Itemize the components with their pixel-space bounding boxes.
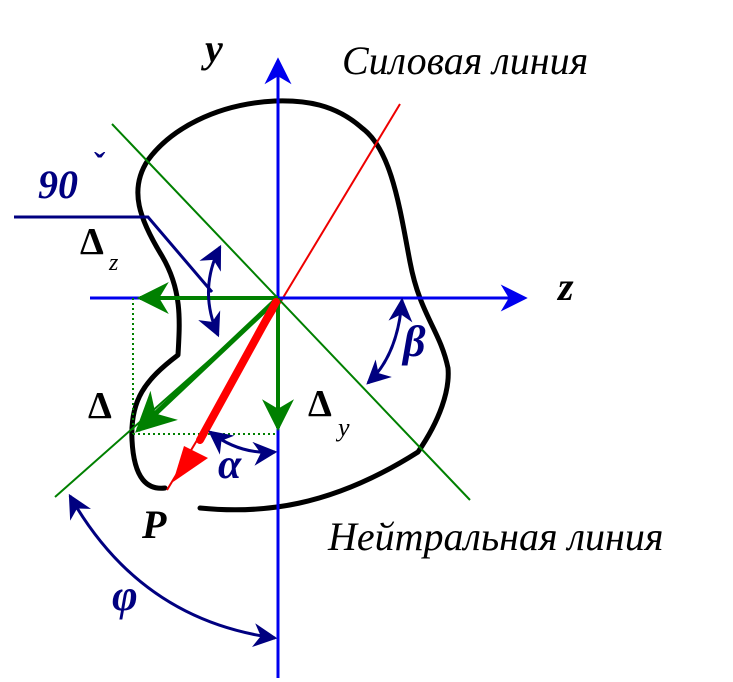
delta-y-label: Δ: [308, 383, 332, 425]
right-angle-leader: [14, 215, 214, 293]
delta-y-subscript: y: [335, 413, 350, 442]
right-angle-label: 90: [38, 162, 78, 207]
alpha-arc: [208, 430, 278, 466]
phi-arc: [68, 493, 278, 648]
total-deflection-vector: [135, 296, 280, 433]
z-axis-label: z: [556, 264, 574, 309]
neutral-line-label: Нейтральная линия: [327, 514, 664, 559]
alpha-label: α: [218, 442, 242, 488]
beta-label: β: [401, 317, 426, 366]
delta-label: Δ: [88, 385, 112, 427]
beta-arc: [366, 297, 413, 385]
delta-z-subscript: z: [108, 250, 119, 276]
right-angle-degree-mark: ˇ: [94, 147, 106, 184]
y-axis-label: y: [201, 26, 223, 71]
neutral-line: [111, 123, 471, 501]
cross-section-contour: [129, 98, 451, 513]
force-vector-head: [173, 446, 208, 482]
right-angle-arc: [198, 244, 222, 338]
force-label: P: [141, 502, 167, 547]
force-line-label: Силовая линия: [342, 38, 588, 83]
delta-z-label: Δ: [80, 221, 104, 263]
phi-label: φ: [112, 571, 138, 620]
force-vector: [196, 298, 280, 444]
